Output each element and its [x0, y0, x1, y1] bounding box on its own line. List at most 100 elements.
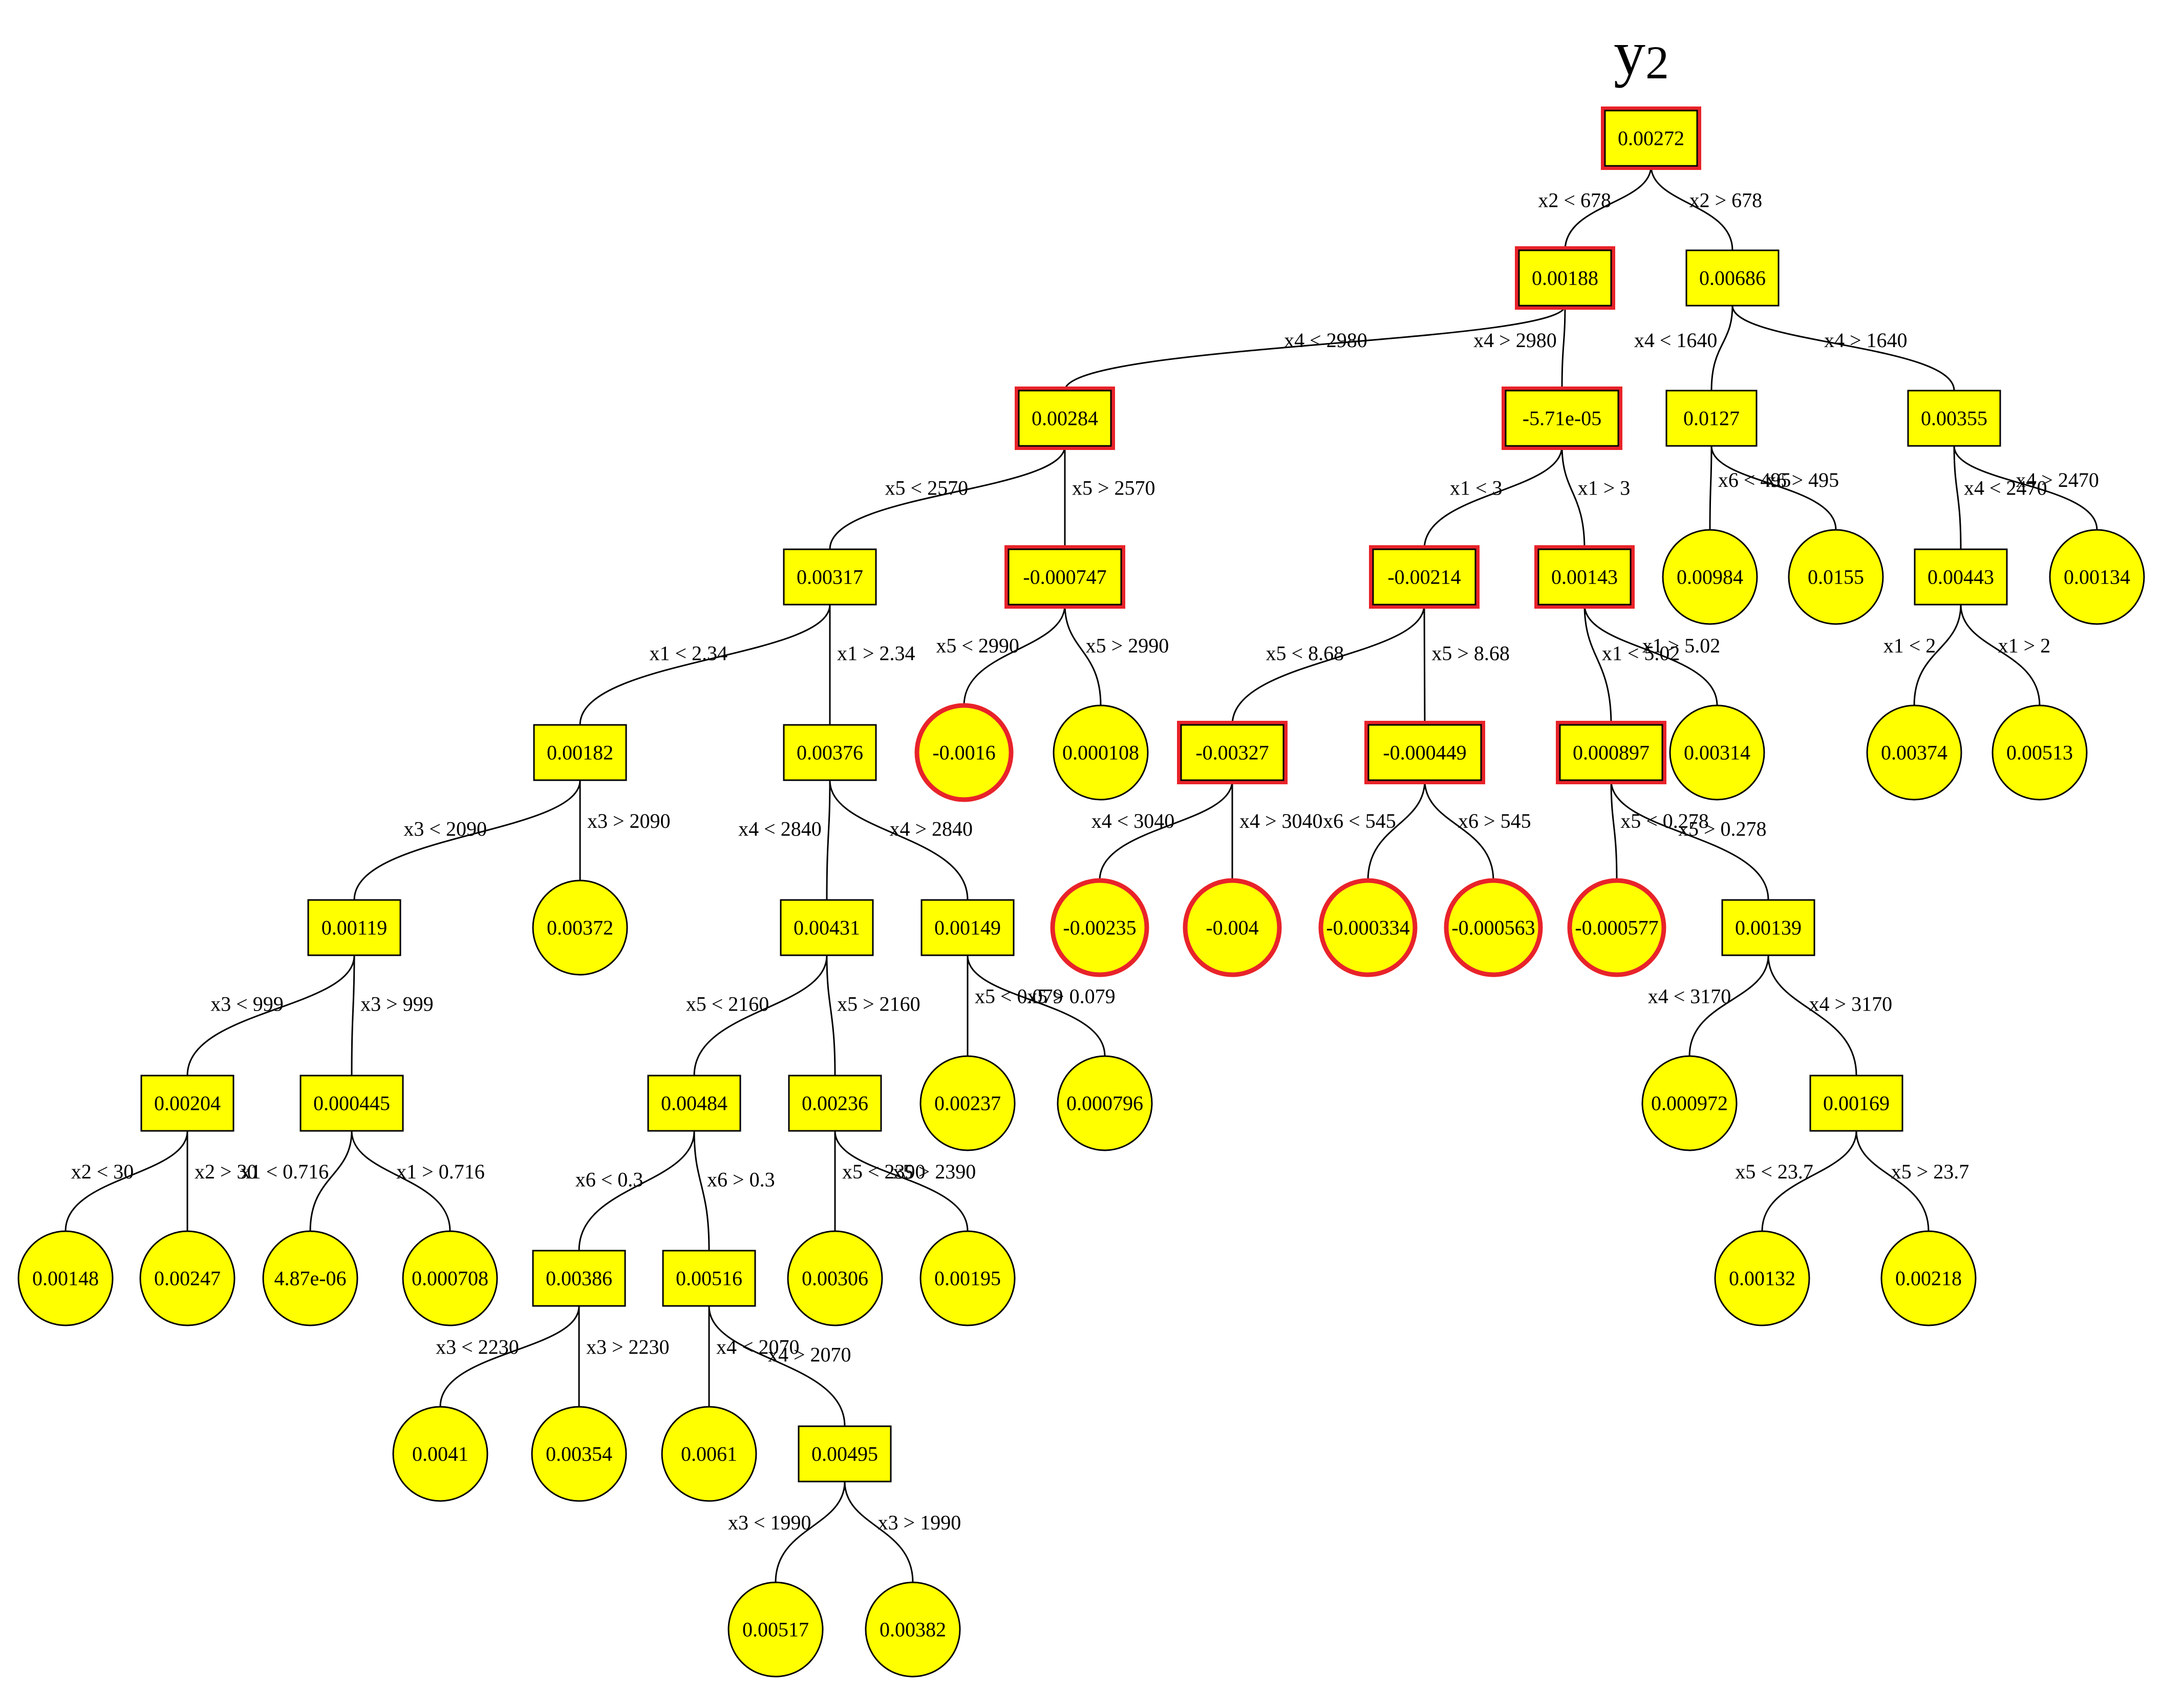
edge-n13-n24: [1960, 604, 2041, 706]
split-node: 0.00188: [1515, 246, 1615, 310]
edge-n6-n13: [1953, 445, 1962, 550]
edge-n1-n3: [1064, 305, 1566, 391]
node-circle: [2049, 529, 2145, 625]
split-node: 0.00119: [307, 899, 401, 956]
edge-n10-n21: [1583, 604, 1612, 725]
node-value: 0.00686: [1699, 267, 1766, 290]
leaf-node: 0.0061: [661, 1406, 757, 1502]
edge-label: x5 < 0.079: [975, 984, 1063, 1007]
node-box: [1907, 390, 2001, 447]
edge-n13-n23: [1913, 604, 1962, 706]
edge-n7-n15: [579, 604, 831, 725]
edge-label: x3 > 1990: [878, 1511, 961, 1534]
leaf-node: 4.87e-06: [262, 1230, 358, 1326]
node-value: 0.00188: [1532, 267, 1598, 290]
title-subscript: 2: [1645, 36, 1669, 89]
edge-n10-n22: [1583, 604, 1718, 706]
node-value: 0.00236: [802, 1092, 868, 1115]
edge-n56-n58: [844, 1481, 914, 1583]
leaf-node: 0.00374: [1866, 704, 1962, 801]
node-box: [1809, 1075, 1903, 1132]
node-value: 0.00272: [1618, 127, 1684, 150]
edge-n35-n43: [65, 1130, 188, 1232]
node-value: 0.00386: [546, 1267, 612, 1290]
node-value: 0.00169: [1823, 1092, 1890, 1115]
node-value: 0.00513: [2006, 741, 2073, 764]
leaf-node: -0.0016: [914, 703, 1014, 802]
edge-n6-n14: [1953, 445, 2098, 530]
edge-label: x5 > 23.7: [1891, 1160, 1969, 1183]
node-box: [1518, 249, 1612, 307]
edge-label: x3 > 2090: [587, 809, 671, 832]
edge-label: x1 > 2: [1998, 634, 2051, 657]
node-circle: [1788, 529, 1884, 625]
node-circle: [1880, 1230, 1977, 1326]
node-value: 0.00354: [546, 1443, 612, 1466]
edge-n25-n36: [351, 955, 355, 1076]
node-value: 0.00134: [2064, 566, 2130, 589]
node-box: [780, 899, 874, 956]
node-value: 0.00484: [661, 1092, 727, 1115]
edge-n1-n4: [1561, 305, 1566, 391]
node-value: 4.87e-06: [274, 1267, 346, 1290]
edge-label: x5 < 2990: [936, 634, 1019, 657]
split-node: 0.00236: [788, 1075, 882, 1132]
leaf-node: 0.00148: [17, 1230, 114, 1326]
edge-n56-n57: [775, 1481, 846, 1583]
node-box: [788, 1075, 882, 1132]
edge-n38-n50: [834, 1130, 969, 1232]
node-value: 0.00148: [32, 1267, 99, 1290]
split-node: 0.00516: [662, 1250, 756, 1307]
edge-n42-n51: [1761, 1130, 1857, 1232]
node-value: 0.0061: [681, 1443, 737, 1466]
node-value: 0.0041: [412, 1443, 468, 1466]
node-value: 0.000897: [1573, 741, 1650, 764]
split-node: 0.00204: [140, 1075, 234, 1132]
node-value: 0.00284: [1032, 407, 1098, 430]
tree-title: y2: [1614, 18, 1669, 89]
node-box: [299, 1075, 404, 1132]
edge-n20-n31: [1367, 780, 1426, 881]
node-box: [798, 1425, 892, 1483]
node-value: 0.00376: [797, 741, 863, 764]
leaf-node: 0.00247: [139, 1230, 235, 1326]
split-node: 0.00686: [1685, 249, 1780, 307]
node-box: [140, 1075, 234, 1132]
leaf-node: 0.0155: [1788, 529, 1884, 625]
node-circle: [139, 1230, 235, 1326]
node-box: [1604, 110, 1698, 167]
node-value: 0.00119: [322, 916, 388, 939]
node-value: -0.00327: [1195, 741, 1269, 764]
edge-label: x3 > 999: [360, 993, 434, 1016]
edge-label: x5 > 0.079: [1027, 984, 1116, 1007]
leaf-node: -0.00235: [1050, 878, 1149, 977]
edge-label: x2 < 678: [1538, 188, 1611, 211]
edge-label: x6 > 495: [1766, 468, 1839, 491]
node-box: [1559, 724, 1663, 781]
node-box: [1537, 548, 1632, 606]
leaf-node: 0.00984: [1662, 529, 1758, 625]
edge-label: x5 < 2570: [885, 476, 969, 499]
edge-n34-n42: [1767, 955, 1857, 1076]
edge-label: x3 < 999: [210, 993, 284, 1016]
node-value: 0.00182: [547, 741, 613, 764]
node-circle: [532, 879, 628, 976]
node-box: [1914, 548, 2008, 606]
edge-label: x4 < 2470: [1964, 476, 2047, 499]
edge-label: x2 > 30: [195, 1160, 258, 1183]
leaf-node: -0.000334: [1318, 878, 1418, 977]
leaf-node: 0.000796: [1057, 1055, 1153, 1151]
edge-n27-n37: [693, 955, 828, 1076]
edge-n0-n1: [1564, 165, 1652, 251]
node-value: -0.000334: [1326, 916, 1409, 939]
node-box: [1367, 724, 1482, 781]
edge-label: x6 > 0.3: [707, 1168, 775, 1191]
edge-n37-n48: [693, 1130, 710, 1251]
edge-n16-n28: [829, 780, 969, 900]
node-circle: [1183, 878, 1282, 977]
edge-n3-n7: [829, 445, 1066, 550]
edge-n34-n41: [1688, 955, 1769, 1057]
leaf-node: 0.00132: [1714, 1230, 1810, 1326]
node-box: [307, 899, 401, 956]
